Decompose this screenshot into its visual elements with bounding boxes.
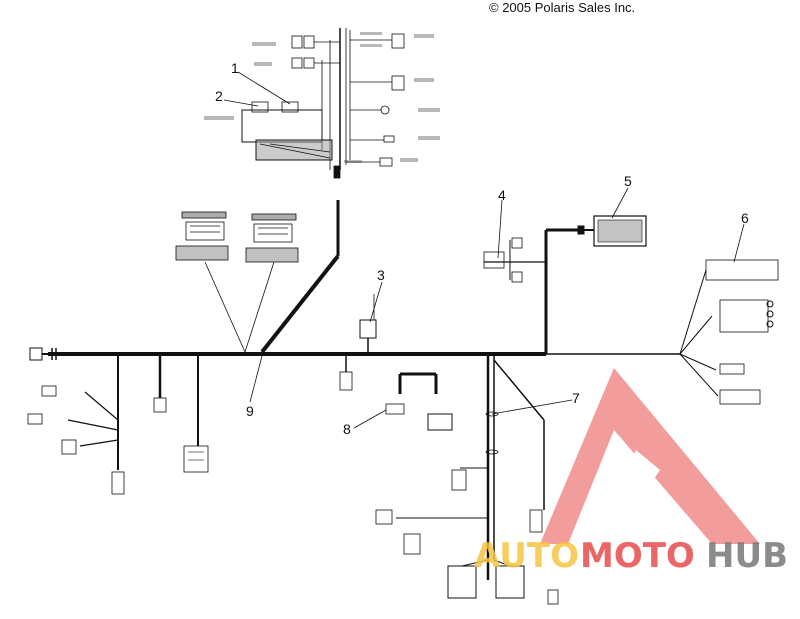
callout-9: 9 bbox=[246, 403, 254, 419]
copyright-text: © 2005 Polaris Sales Inc. bbox=[489, 0, 636, 15]
callout-6: 6 bbox=[741, 210, 749, 226]
callout-8: 8 bbox=[343, 421, 351, 437]
callout-4: 4 bbox=[498, 187, 506, 203]
ecu-connectors bbox=[175, 211, 299, 353]
relay bbox=[339, 294, 377, 391]
watermark-logo bbox=[540, 368, 760, 544]
callout-3: 3 bbox=[377, 267, 385, 283]
watermark-moto: MOTO bbox=[580, 536, 695, 576]
connector-labels bbox=[204, 32, 440, 163]
watermark-hub: HUB bbox=[706, 536, 788, 576]
callout-1: 1 bbox=[231, 60, 239, 76]
callout-numbers: 1 2 3 4 5 6 7 8 9 bbox=[215, 60, 749, 437]
main-harness bbox=[29, 200, 680, 361]
callout-2: 2 bbox=[215, 88, 223, 104]
callout-5: 5 bbox=[624, 173, 632, 189]
callout-7: 7 bbox=[572, 390, 580, 406]
left-drops bbox=[27, 354, 209, 495]
right-fan bbox=[679, 259, 779, 405]
watermark-auto: AUTO bbox=[474, 536, 579, 576]
watermark-triangle-icon bbox=[540, 368, 760, 544]
callout-leaders bbox=[223, 71, 745, 429]
watermark-text: AUTO MOTO HUB bbox=[474, 536, 788, 576]
sensor-and-fuse-block bbox=[483, 215, 647, 283]
lower-branch bbox=[375, 354, 559, 605]
watermark-inner-icon bbox=[596, 450, 700, 544]
handlebar-switch-cluster bbox=[241, 28, 405, 179]
